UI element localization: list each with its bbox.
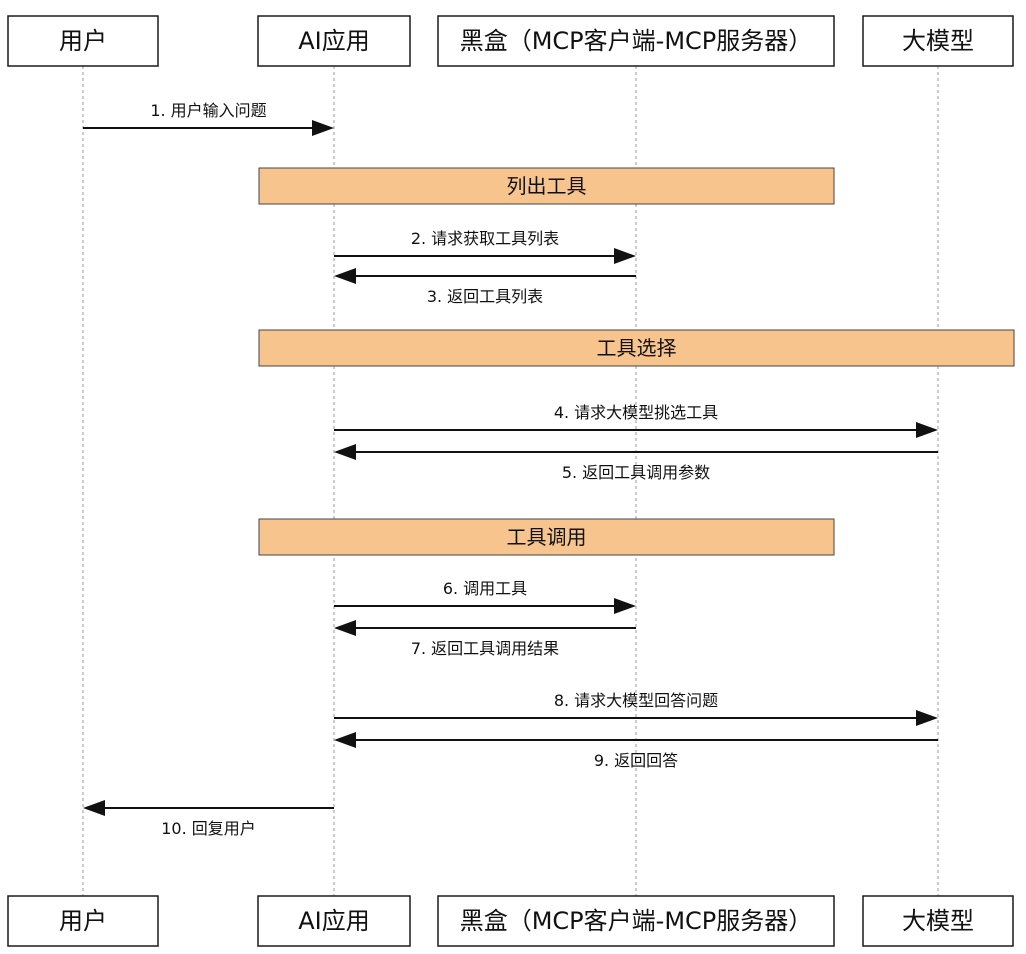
participant-llm-top: 大模型 — [862, 15, 1014, 67]
section-2: 工具选择 — [258, 329, 1015, 367]
participant-label: 黑盒（MCP客户端-MCP服务器） — [460, 27, 813, 55]
participant-box — [7, 895, 159, 947]
participant-box — [7, 15, 159, 67]
message-arrowhead — [312, 120, 334, 136]
participant-blackbox-top: 黑盒（MCP客户端-MCP服务器） — [437, 15, 835, 67]
message-label: 4. 请求大模型挑选工具 — [554, 403, 718, 422]
message-6: 6. 调用工具 — [334, 579, 636, 614]
message-5: 5. 返回工具调用参数 — [334, 444, 938, 482]
participant-label: 大模型 — [902, 907, 974, 935]
message-arrowhead — [334, 732, 356, 748]
participant-box — [437, 15, 835, 67]
message-arrowhead — [916, 422, 938, 438]
message-label: 2. 请求获取工具列表 — [411, 229, 559, 248]
participant-box — [862, 895, 1014, 947]
participant-user-bottom: 用户 — [7, 895, 159, 947]
participant-user-top: 用户 — [7, 15, 159, 67]
participants-top: 用户 AI应用 黑盒（MCP客户端-MCP服务器） 大模型 — [7, 15, 1014, 67]
message-arrowhead — [83, 800, 105, 816]
message-8: 8. 请求大模型回答问题 — [334, 691, 938, 726]
message-arrowhead — [614, 598, 636, 614]
message-label: 3. 返回工具列表 — [427, 287, 543, 306]
participant-label: AI应用 — [298, 907, 370, 935]
message-label: 7. 返回工具调用结果 — [411, 639, 559, 658]
participants-bottom: 用户 AI应用 黑盒（MCP客户端-MCP服务器） 大模型 — [7, 895, 1014, 947]
message-label: 8. 请求大模型回答问题 — [554, 691, 718, 710]
message-10: 10. 回复用户 — [83, 800, 334, 838]
section-3: 工具调用 — [258, 518, 835, 556]
message-label: 5. 返回工具调用参数 — [562, 463, 710, 482]
message-label: 1. 用户输入问题 — [150, 101, 266, 120]
participant-app-top: AI应用 — [257, 15, 411, 67]
message-4: 4. 请求大模型挑选工具 — [334, 403, 938, 438]
message-label: 6. 调用工具 — [443, 579, 527, 598]
section-label: 列出工具 — [507, 174, 587, 198]
message-label: 10. 回复用户 — [161, 819, 256, 838]
section-1: 列出工具 — [258, 167, 835, 205]
message-1: 1. 用户输入问题 — [83, 101, 334, 136]
message-9: 9. 返回回答 — [334, 732, 938, 770]
message-arrowhead — [334, 268, 356, 284]
participant-box — [862, 15, 1014, 67]
participant-label: 用户 — [59, 27, 107, 55]
participant-app-bottom: AI应用 — [257, 895, 411, 947]
participant-box — [257, 895, 411, 947]
message-3: 3. 返回工具列表 — [334, 268, 636, 306]
section-bar — [258, 518, 835, 556]
participant-box — [257, 15, 411, 67]
message-arrowhead — [614, 248, 636, 264]
section-label: 工具选择 — [597, 336, 677, 360]
message-arrowhead — [334, 620, 356, 636]
messages: 1. 用户输入问题 2. 请求获取工具列表 3. 返回工具列表 4. 请求大模型挑选工… — [83, 101, 938, 838]
message-7: 7. 返回工具调用结果 — [334, 620, 636, 658]
message-arrowhead — [334, 444, 356, 460]
section-bar — [258, 167, 835, 205]
section-bar — [258, 329, 1015, 367]
participant-label: 大模型 — [902, 27, 974, 55]
participant-label: AI应用 — [298, 27, 370, 55]
message-label: 9. 返回回答 — [594, 751, 678, 770]
message-arrowhead — [916, 710, 938, 726]
participant-label: 黑盒（MCP客户端-MCP服务器） — [460, 907, 813, 935]
participant-box — [437, 895, 835, 947]
message-2: 2. 请求获取工具列表 — [334, 229, 636, 264]
section-label: 工具调用 — [507, 525, 587, 549]
participant-label: 用户 — [59, 907, 107, 935]
participant-llm-bottom: 大模型 — [862, 895, 1014, 947]
participant-blackbox-bottom: 黑盒（MCP客户端-MCP服务器） — [437, 895, 835, 947]
